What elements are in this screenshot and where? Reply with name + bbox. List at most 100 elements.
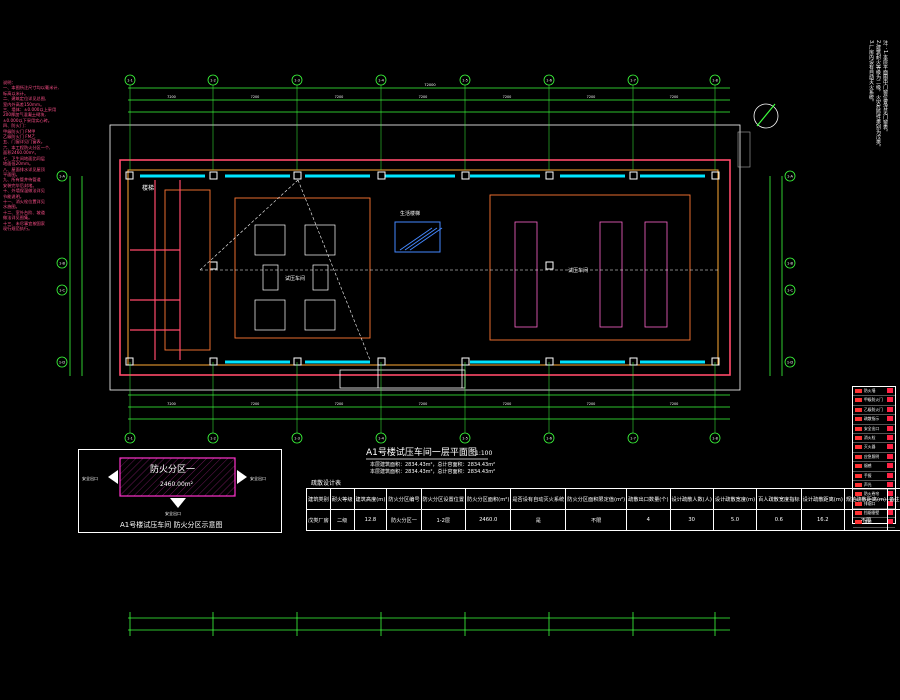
side-dimension-lines: [69, 176, 783, 376]
axis-bubble: [709, 74, 721, 86]
axis-label: 1-6: [546, 437, 553, 441]
note-line: 十三、未尽事宜按国家: [3, 220, 45, 226]
legend-marker: [887, 444, 893, 450]
axis-label: 1-2: [210, 79, 216, 83]
axis-label: 1-4: [378, 437, 385, 441]
spec-data-cell: 不限: [843, 509, 889, 531]
legend-label: 灭火器: [864, 444, 876, 450]
note-line: 四、防火门：: [3, 123, 29, 129]
legend-row: 应急照明: [853, 453, 895, 463]
legend-row: 手报: [853, 472, 895, 481]
legend-label: 烟感: [864, 463, 872, 469]
legend-label: 应急照明: [864, 453, 880, 459]
top-dimension-lines: [128, 87, 730, 113]
axis-bubble: [459, 432, 471, 444]
legend-label: 手报: [864, 472, 872, 478]
legend-label: 防火墙: [864, 388, 876, 393]
axis-markers-right: 1-A1-B1-C1-D: [784, 170, 796, 368]
spec-table-header-row: 建筑类别耐火等级建筑高度(m)防火分区编号防火分区设置位置防火分区面积(m²)是…: [306, 488, 900, 510]
fire-zone-label: 防火分区一: [150, 463, 195, 475]
dimension-label: 7200: [251, 402, 260, 406]
spec-header-cell: 是否设有自动灭火系统: [510, 488, 567, 510]
axis-label: 1-1: [127, 437, 133, 441]
legend-swatch: [855, 482, 862, 487]
axis-bubble: [627, 432, 639, 444]
legend-row: 灭火器: [853, 443, 895, 453]
axis-bubble: [56, 257, 68, 269]
axis-label: 1-7: [630, 79, 636, 83]
axis-label: 1-8: [712, 79, 719, 83]
axis-bubble: [291, 74, 303, 86]
spec-data-cell: 1-2层: [420, 509, 467, 531]
note-line: 甲级防火门 FM甲: [3, 128, 36, 134]
dimension-label: 7200: [167, 95, 176, 99]
right-annex: [737, 131, 751, 168]
axis-label: 1-1: [127, 79, 133, 83]
axis-label: 1-5: [462, 437, 468, 441]
note-line: 节能说明。: [3, 193, 24, 199]
legend-label: 消火栓: [864, 434, 876, 440]
legend-row: 防火墙: [853, 387, 895, 397]
legend-swatch: [855, 389, 862, 393]
spec-header-cell: 设计疏散人数(人): [669, 488, 714, 510]
axis-bubble: [207, 74, 219, 86]
note-line: 十、外墙保温做法详见: [3, 188, 45, 194]
note-line: 一、本图所注尺寸均以毫米计,: [3, 85, 59, 91]
legend-swatch: [855, 407, 862, 412]
note-line: 做法详见图集。: [3, 215, 33, 221]
axis-label: 1-8: [712, 437, 719, 441]
note-line: 九、所有管井待管道: [3, 177, 41, 183]
plan-scale: 1:100: [475, 450, 492, 457]
legend-label: 乙级防火门: [864, 406, 883, 412]
spec-header-cell: 耐火等级: [329, 488, 355, 510]
spec-header-cell: 防火分区设置位置: [420, 488, 467, 510]
evacuation-route: [199, 179, 720, 361]
note-line: 七、卫生间地面比同层: [3, 155, 45, 161]
legend-marker: [887, 463, 893, 469]
right-notes: 注：1.本层平面图中门窗位置详见门窗表。2.建筑耐火等级为二级，火灾危险性类别为…: [820, 40, 888, 340]
spec-header-cell: 备注: [887, 488, 900, 510]
spec-data-cell: 4: [626, 509, 671, 531]
axis-label: 1-7: [630, 437, 636, 441]
room-label-workshop-left: 试压车间: [285, 275, 305, 282]
note-line: 六、本工程防火分区一个,: [3, 144, 51, 150]
dimension-label: 7200: [251, 95, 260, 99]
axis-label: 1-D: [59, 361, 66, 365]
axis-label: 1-2: [210, 437, 216, 441]
dimension-label: 7200: [670, 402, 679, 406]
axis-label: 1-4: [378, 79, 385, 83]
axis-label: 1-5: [462, 79, 468, 83]
note-line: 十一、消火栓位置详见: [3, 198, 45, 204]
spec-data-cell: 是: [510, 509, 567, 531]
note-line: 十二、室外台阶、坡道: [3, 209, 45, 215]
axis-bubble: [207, 432, 219, 444]
note-line: 地面低20mm。: [3, 161, 34, 167]
fire-zone-diagram: [108, 457, 247, 508]
spec-data-cell: 二级: [329, 509, 355, 531]
legend-swatch: [855, 473, 862, 478]
note-line: 三、墙体：±0.000以上采用: [3, 107, 57, 113]
legend-swatch: [855, 445, 862, 450]
legend-marker: [887, 472, 893, 478]
legend-row: 疏散指示: [853, 415, 895, 425]
note-line: 八、屋面排水详见屋顶: [3, 166, 45, 172]
spec-data-cell: [887, 509, 900, 531]
note-line: 五、门窗详见门窗表。: [3, 139, 45, 145]
legend-label: 甲级防火门: [864, 397, 883, 403]
dimension-label: 7200: [335, 402, 344, 406]
exit-right-label: 安全出口: [250, 475, 266, 481]
room-label-stair: 楼梯: [142, 184, 154, 192]
dimension-label: 7200: [503, 95, 512, 99]
axis-bubble: [56, 356, 68, 368]
axis-bubble: [784, 356, 796, 368]
axis-bubble: [56, 284, 68, 296]
axis-label: 1-3: [294, 79, 300, 83]
spec-data-cell: 30: [669, 509, 714, 531]
spec-data-cell: 戊类厂房: [306, 509, 331, 531]
general-notes: 说明： 一、本图所注尺寸均以毫米计,标高以米计。二、建筑定位详见总图,室内外高差…: [3, 80, 61, 640]
legend-marker: [887, 481, 893, 487]
spec-header-cell: 设计疏散宽度(m): [712, 488, 758, 510]
note-line: 标高以米计。: [3, 90, 29, 96]
